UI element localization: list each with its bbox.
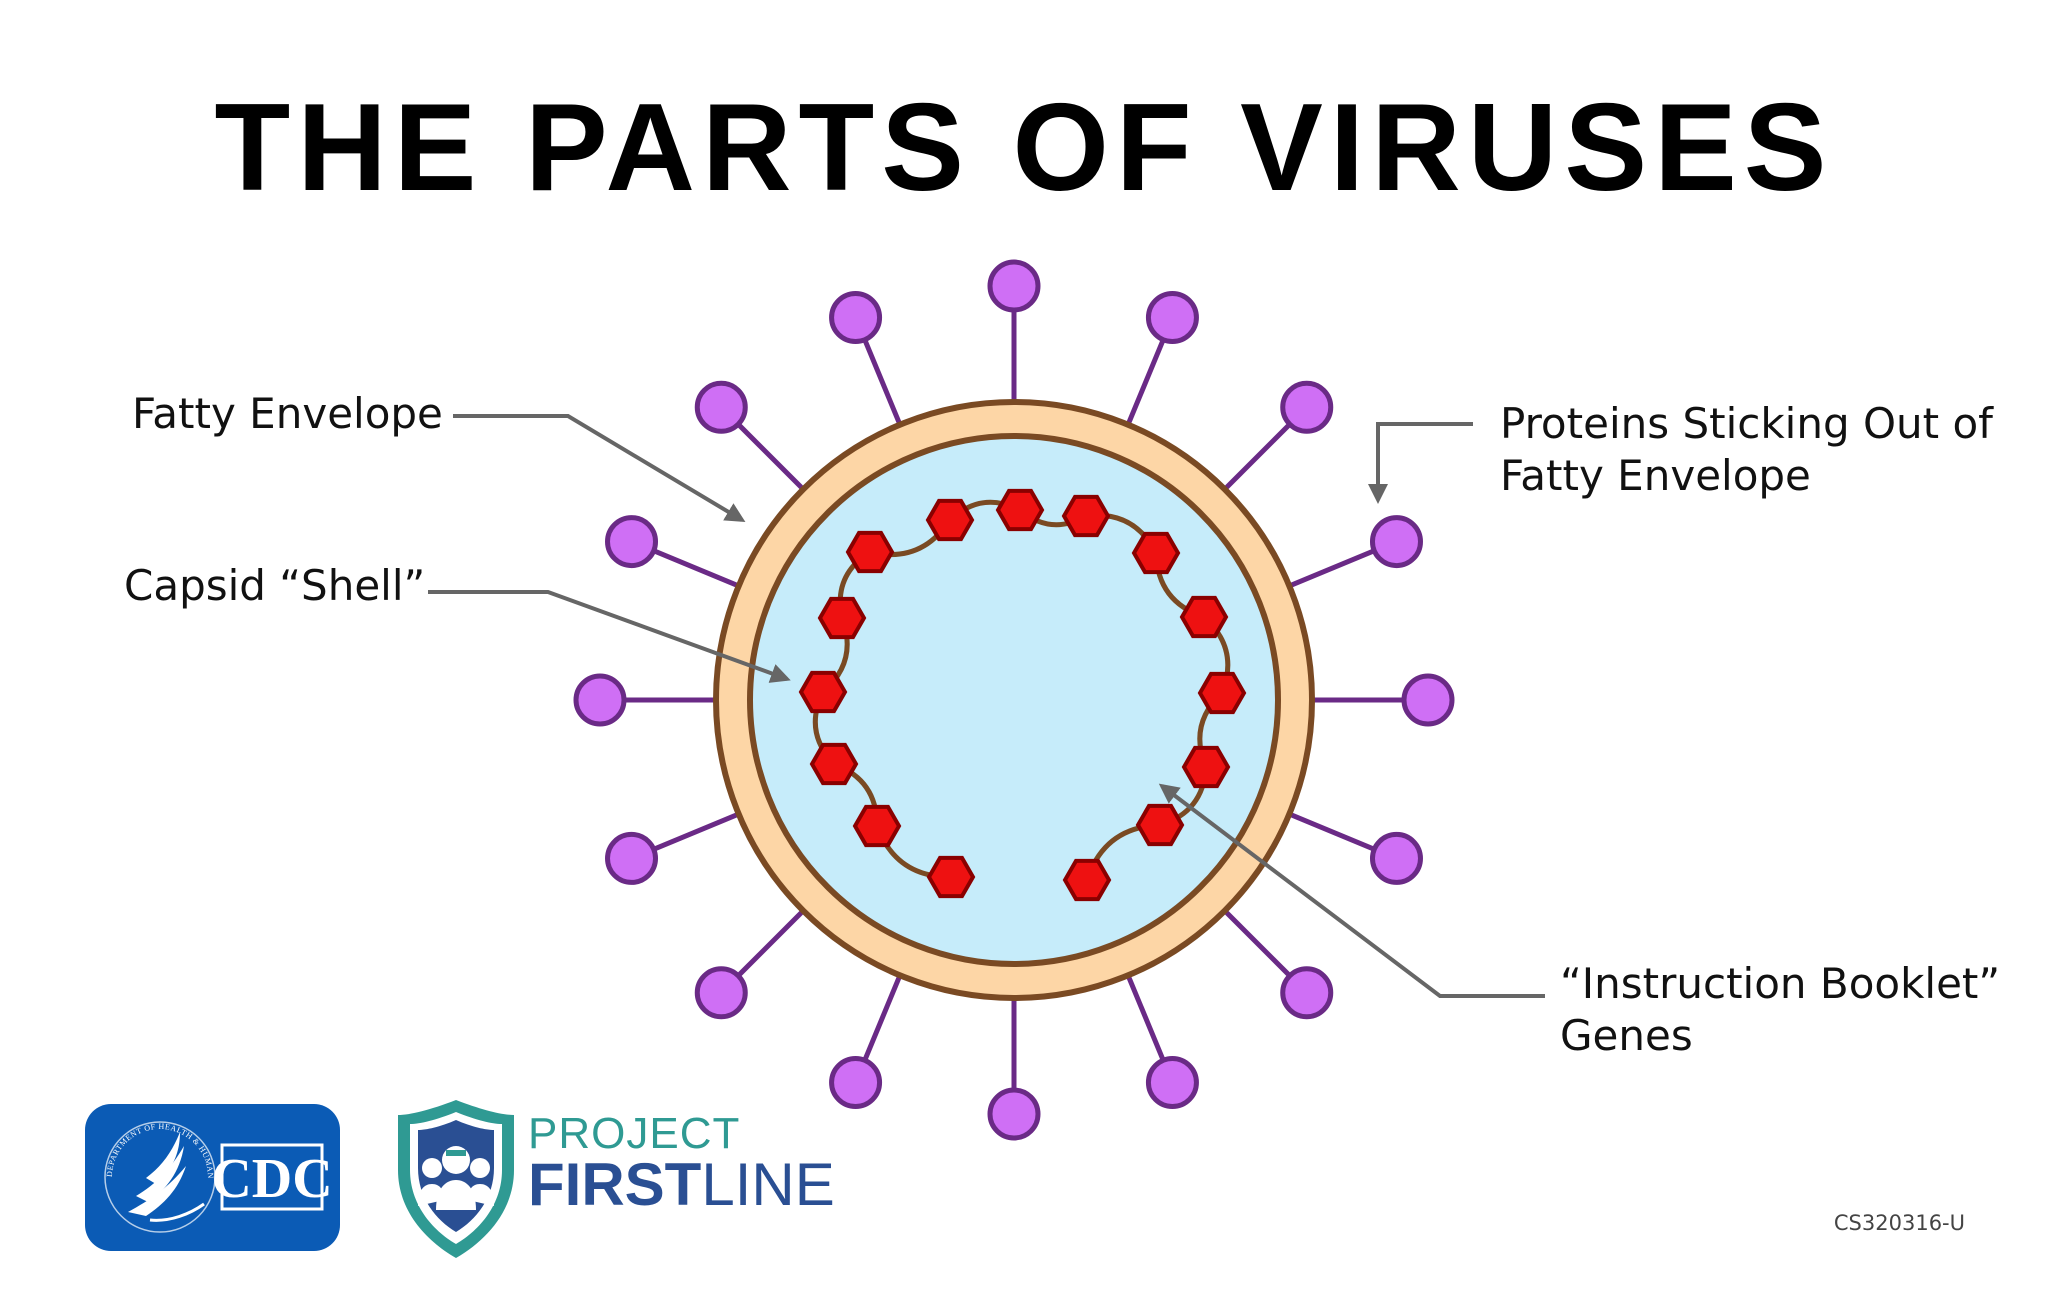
protein-spike-head — [829, 291, 883, 345]
firstline-wordmark: FIRSTLINE — [528, 1151, 835, 1218]
capsomere-hexagon — [925, 498, 975, 542]
page-title: THE PARTS OF VIRUSES — [215, 79, 1834, 217]
capsomere-hexagon — [809, 742, 859, 786]
protein-spike-stalk — [735, 421, 804, 490]
protein-spike-stalk — [735, 910, 804, 979]
protein-spike-head — [987, 259, 1041, 313]
capsomere-hexagon — [798, 670, 848, 714]
project-wordmark: PROJECT — [528, 1109, 740, 1158]
capsomeres — [798, 488, 1247, 902]
protein-spike-head — [694, 380, 748, 434]
capsomere-hexagon — [1197, 671, 1247, 715]
protein-spike-head — [1145, 1055, 1199, 1109]
genes-label-line2: Genes — [1560, 1011, 1693, 1060]
protein-spike-head — [605, 831, 659, 885]
protein-spike-head — [573, 673, 627, 727]
fatty-envelope-leader — [453, 414, 746, 523]
protein-spike-stalk — [1126, 976, 1167, 1064]
capsomere-hexagon — [852, 804, 902, 848]
protein-spike-head — [1369, 831, 1423, 885]
genes-leader — [1158, 783, 1545, 998]
shield-icon — [398, 1100, 514, 1258]
capsomere-hexagon — [1131, 531, 1181, 575]
protein-spike-stalk — [861, 336, 902, 424]
protein-spike-stalk — [1224, 421, 1293, 490]
fatty-envelope-label: Fatty Envelope — [132, 389, 443, 438]
protein-spike-head — [1369, 515, 1423, 569]
proteins-leader — [1368, 422, 1473, 504]
capsomere-hexagon — [845, 530, 895, 574]
capsomere-hexagon — [926, 855, 976, 899]
hhs-seal-icon: DEPARTMENT OF HEALTH & HUMAN SERVICES US… — [0, 0, 216, 1233]
protein-spike-head — [829, 1055, 883, 1109]
protein-spike-stalk — [1290, 547, 1378, 588]
protein-spike-stalk — [1290, 812, 1378, 853]
protein-spike-stalk — [861, 976, 902, 1064]
protein-spike-head — [1280, 966, 1334, 1020]
protein-spike-head — [1145, 291, 1199, 345]
protein-spike-head — [1401, 673, 1455, 727]
protein-spike-stalk — [1126, 336, 1167, 424]
capsomere-hexagon — [1062, 858, 1112, 902]
capsid-leader — [428, 590, 791, 683]
protein-spike-stalk — [1224, 910, 1293, 979]
envelope-proteins — [573, 259, 1455, 1141]
capsomere-hexagon — [1181, 745, 1231, 789]
document-code: CS320316-U — [1834, 1211, 1965, 1235]
capsomere-hexagon — [817, 596, 867, 640]
capsid-shell-label: Capsid “Shell” — [124, 561, 425, 610]
cdc-wordmark: CDC — [211, 1148, 332, 1210]
proteins-label-line2: Fatty Envelope — [1500, 451, 1811, 500]
proteins-label-line1: Proteins Sticking Out of — [1500, 399, 1994, 448]
protein-spike-stalk — [650, 812, 738, 853]
capsomere-hexagon — [995, 488, 1045, 532]
protein-spike-head — [1280, 380, 1334, 434]
project-firstline-logo: PROJECT FIRSTLINE — [398, 1100, 835, 1258]
capsomere-hexagon — [1179, 595, 1229, 639]
genes-label-line1: “Instruction Booklet” — [1560, 959, 2000, 1008]
capsomere-hexagon — [1135, 803, 1185, 847]
protein-spike-head — [987, 1087, 1041, 1141]
protein-spike-stalk — [650, 547, 738, 588]
protein-spike-head — [694, 966, 748, 1020]
protein-spike-head — [605, 515, 659, 569]
capsomere-hexagon — [1061, 494, 1111, 538]
